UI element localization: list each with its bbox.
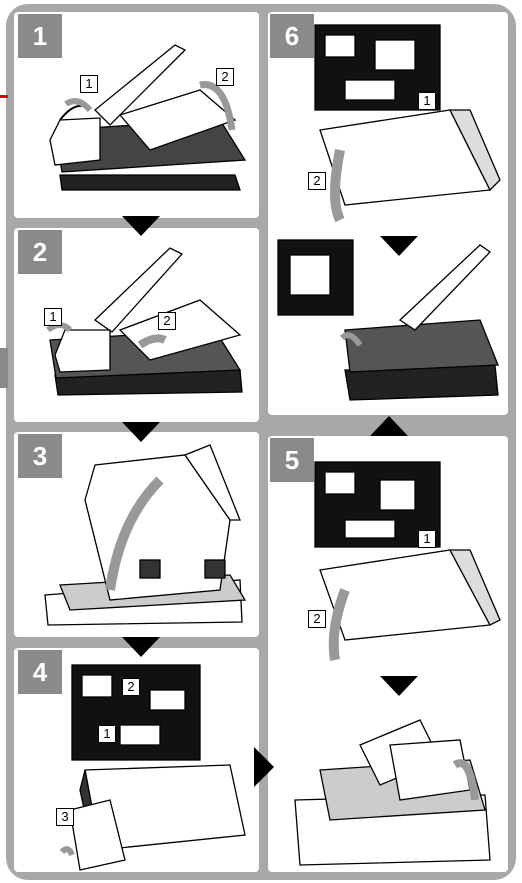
down-arrow-icon [122,637,160,657]
step-1-label-1: 1 [80,75,98,93]
down-arrow-icon [122,422,160,442]
step-6-label-2: 2 [308,172,326,190]
step-badge-6: 6 [270,14,314,58]
step-badge-5: 5 [270,438,314,482]
step-2-label-1: 1 [44,308,62,326]
step-5-label-2: 2 [308,610,326,628]
step-5-label-1: 1 [418,530,436,548]
step-2-label-2: 2 [158,312,176,330]
step-badge-3: 3 [18,434,62,478]
step-4-label-2: 2 [122,678,140,696]
down-arrow-icon [380,236,418,256]
step-6-label-1: 1 [418,92,436,110]
side-tab [0,348,8,388]
up-arrow-icon [370,416,408,436]
down-arrow-icon [380,676,418,696]
page-edge-marker [0,95,8,98]
step-badge-4: 4 [18,650,62,694]
step-badge-1: 1 [18,14,62,58]
step-badge-2: 2 [18,230,62,274]
step-4-label-3: 3 [56,808,74,826]
step-4-label-1: 1 [98,725,116,743]
step-1-label-2: 2 [216,68,234,86]
down-arrow-icon [122,216,160,236]
right-arrow-icon [254,747,274,787]
